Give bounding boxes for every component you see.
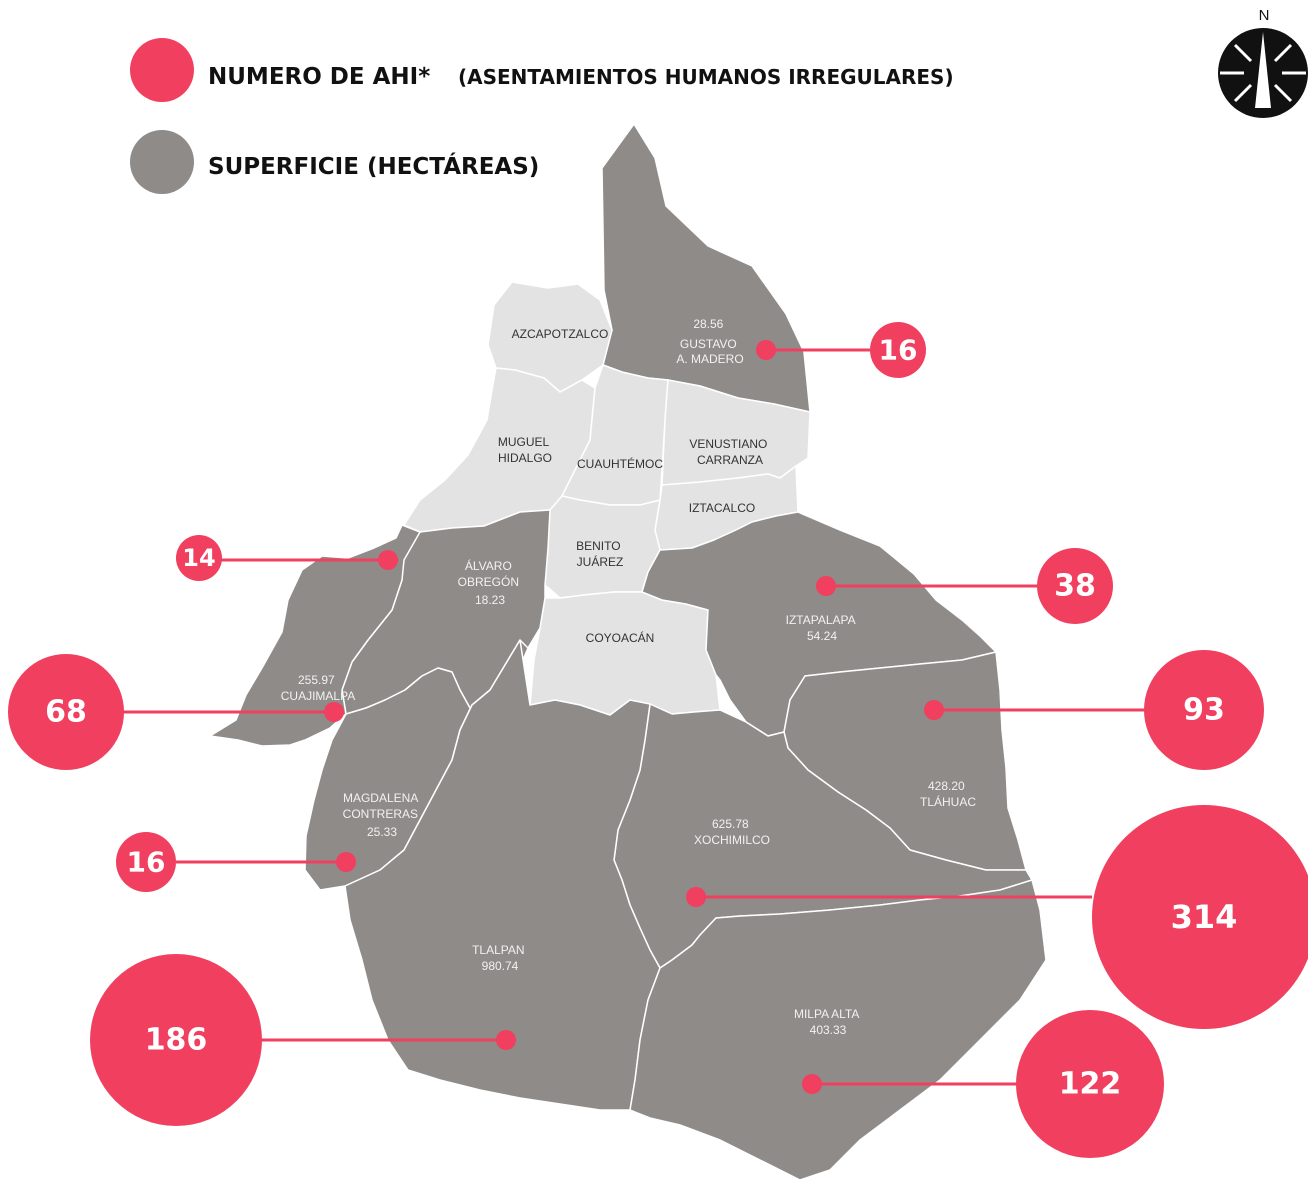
area-tlahuac: 428.20 xyxy=(928,779,965,793)
label-milpa-alta: MILPA ALTA 403.33 xyxy=(794,1007,862,1037)
label-cuajimalpa: 255.97 CUAJIMALPA xyxy=(281,673,355,703)
area-alvaro-obregon: 18.23 xyxy=(475,593,505,607)
ahi-count-iztapalapa: 38 xyxy=(1054,569,1096,604)
callout-tlahuac: 93 xyxy=(924,650,1264,770)
callout-alvaro-obregon: 14 xyxy=(176,535,398,581)
label-tlalpan: TLALPAN 980.74 xyxy=(472,943,528,973)
region-cuajimalpa xyxy=(209,524,421,747)
callout-xochimilco: 314 xyxy=(686,805,1308,1029)
area-xochimilco: 625.78 xyxy=(712,817,749,831)
north-label: N xyxy=(1259,7,1270,24)
compass-tick-nw xyxy=(1233,43,1253,63)
ahi-count-alvaro-obregon: 14 xyxy=(182,544,215,572)
region-coyoacan xyxy=(529,591,721,716)
region-labels: AZCAPOTZALCO 28.56 GUSTAVO A. MADERO MUG… xyxy=(281,317,977,1037)
label-magdalena-contreras: MAGDALENA CONTRERAS 25.33 xyxy=(343,791,422,839)
callout-cuajimalpa: 68 xyxy=(8,654,344,770)
callout-gustavo-a-madero: 16 xyxy=(756,322,926,378)
compass-tick-ne xyxy=(1273,43,1293,63)
region-gustavo-a-madero xyxy=(601,123,811,413)
legend-area-swatch xyxy=(130,130,194,194)
compass-tick-sw xyxy=(1233,83,1253,103)
label-cuauhtemoc: CUAUHTÉMOC xyxy=(577,456,663,471)
ahi-callouts: 16 14 38 68 93 xyxy=(8,322,1308,1158)
compass-needle xyxy=(1255,32,1271,108)
ahi-count-xochimilco: 314 xyxy=(1171,898,1238,936)
callout-magdalena-contreras: 16 xyxy=(116,832,356,892)
label-miguel-hidalgo: MUGUEL HIDALGO xyxy=(498,435,552,465)
map-regions xyxy=(209,123,1047,1181)
area-magdalena-contreras: 25.33 xyxy=(367,825,397,839)
region-tlalpan xyxy=(344,639,661,1111)
ahi-count-milpa-alta: 122 xyxy=(1059,1067,1122,1102)
area-iztapalapa: 54.24 xyxy=(807,629,837,643)
callout-tlalpan: 186 xyxy=(90,954,516,1126)
label-iztapalapa: IZTAPALAPA 54.24 xyxy=(786,613,859,643)
ahi-count-tlalpan: 186 xyxy=(145,1023,208,1058)
area-cuajimalpa: 255.97 xyxy=(298,673,335,687)
callout-milpa-alta: 122 xyxy=(802,1010,1164,1158)
region-milpa-alta xyxy=(629,879,1047,1181)
ahi-count-gustavo-a-madero: 16 xyxy=(879,334,918,367)
label-coyoacan: COYOACÁN xyxy=(586,630,655,645)
label-azcapotzalco: AZCAPOTZALCO xyxy=(512,327,609,341)
area-milpa-alta: 403.33 xyxy=(810,1023,847,1037)
label-venustiano-carranza: VENUSTIANO CARRANZA xyxy=(689,437,770,467)
label-alvaro-obregon: ÁLVARO OBREGÓN 18.23 xyxy=(458,558,523,607)
legend-ahi-sublabel: (ASENTAMIENTOS HUMANOS IRREGULARES) xyxy=(458,65,954,89)
legend-area-label: SUPERFICIE (HECTÁREAS) xyxy=(208,152,539,180)
ahi-count-tlahuac: 93 xyxy=(1183,693,1225,728)
label-iztacalco: IZTACALCO xyxy=(689,501,755,515)
north-arrow-icon: N xyxy=(1218,7,1308,118)
label-tlahuac: 428.20 TLÁHUAC xyxy=(920,779,976,809)
legend-ahi-swatch xyxy=(130,38,194,102)
ahi-count-magdalena-contreras: 16 xyxy=(127,846,166,879)
label-gustavo-a-madero: 28.56 GUSTAVO A. MADERO xyxy=(676,317,743,366)
legend-ahi-label: NUMERO DE AHI* xyxy=(208,64,430,90)
callout-iztapalapa: 38 xyxy=(816,548,1113,624)
area-tlalpan: 980.74 xyxy=(482,959,519,973)
legend: NUMERO DE AHI* (ASENTAMIENTOS HUMANOS IR… xyxy=(130,38,954,194)
compass-tick-se xyxy=(1273,83,1293,103)
ahi-count-cuajimalpa: 68 xyxy=(45,695,87,730)
area-gustavo-a-madero: 28.56 xyxy=(693,317,723,331)
label-xochimilco: 625.78 XOCHIMILCO xyxy=(694,817,770,847)
label-benito-juarez: BENITO JUÁREZ xyxy=(576,539,624,569)
